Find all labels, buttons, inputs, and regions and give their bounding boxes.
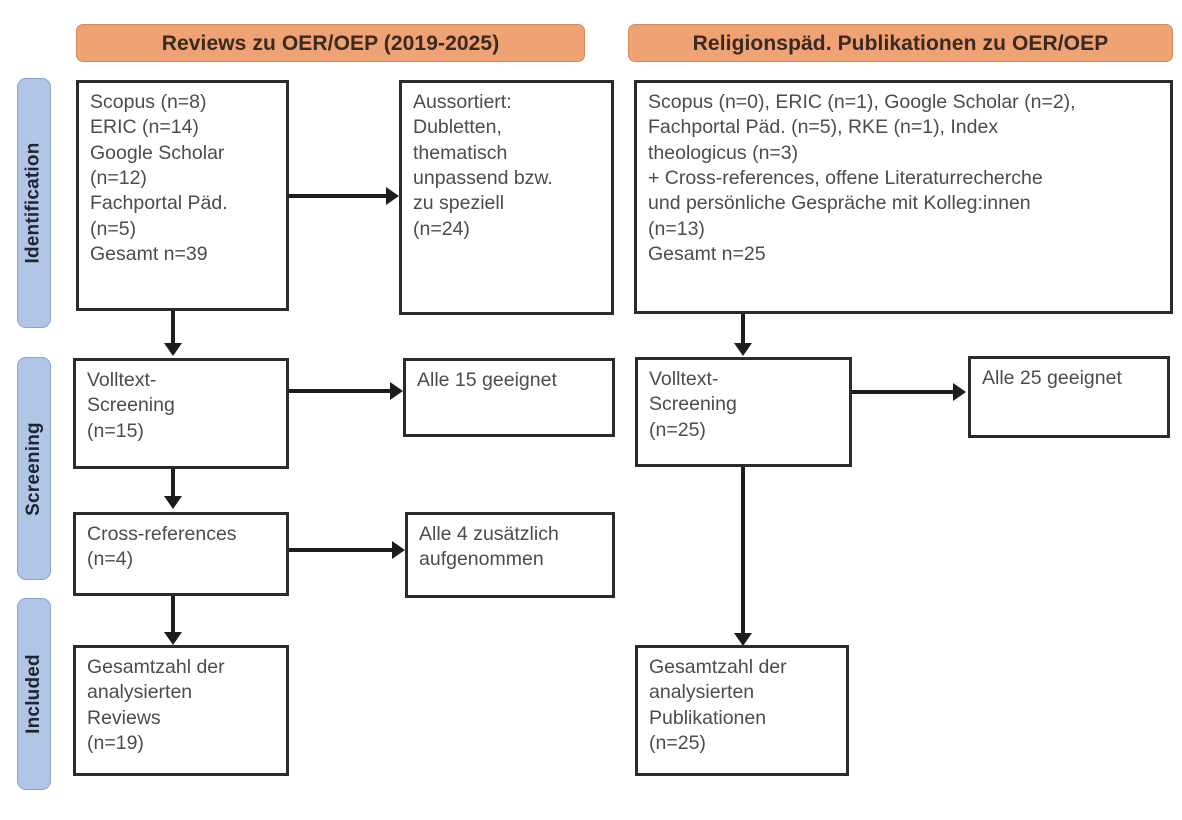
stage-label-screening-text: Screening bbox=[23, 421, 45, 516]
connector-left-fulltext-to-crossref bbox=[171, 469, 175, 498]
left-sources-line-7: Gesamt n=39 bbox=[90, 243, 208, 266]
connector-left-crossref-to-result bbox=[289, 548, 394, 552]
arrowhead-right-sources-to-fulltext bbox=[734, 343, 752, 356]
arrowhead-left-fulltext-to-crossref bbox=[164, 496, 182, 509]
left-fulltext-line-2: Screening bbox=[87, 394, 175, 417]
connector-right-fulltext-to-result bbox=[852, 390, 955, 394]
right-sources-box: Scopus (n=0), ERIC (n=1), Google Scholar… bbox=[634, 80, 1173, 314]
left-excluded-line-1: Aussortiert: bbox=[413, 91, 512, 113]
connector-left-fulltext-to-result bbox=[289, 389, 392, 393]
arrowhead-left-crossref-to-included bbox=[164, 632, 182, 645]
left-sources-line-5: Fachportal Päd. bbox=[90, 192, 228, 215]
left-sources-line-1: Scopus (n=8) bbox=[90, 91, 207, 113]
left-excluded-line-6: (n=24) bbox=[413, 217, 470, 240]
left-sources-line-4: (n=12) bbox=[90, 167, 147, 190]
left-crossref-line-2: (n=4) bbox=[87, 548, 134, 571]
connector-right-sources-to-fulltext bbox=[741, 314, 745, 345]
stage-label-identification: Identification bbox=[17, 78, 51, 328]
right-fulltext-line-2: Screening bbox=[649, 393, 737, 416]
right-included-line-1: Gesamtzahl der bbox=[649, 656, 787, 678]
arrowhead-right-fulltext-to-result bbox=[953, 383, 966, 401]
right-included-line-3: Publikationen bbox=[649, 706, 767, 729]
stage-label-included: Included bbox=[17, 598, 51, 790]
column-header-right-label: Religionspäd. Publikationen zu OER/OEP bbox=[692, 31, 1109, 55]
left-sources-line-3: Google Scholar bbox=[90, 141, 225, 164]
stage-label-identification-text: Identification bbox=[23, 142, 44, 264]
left-crossref-line-1: Cross-references bbox=[87, 523, 237, 545]
right-sources-line-5: und persönliche Gespräche mit Kolleg:inn… bbox=[648, 192, 1031, 215]
right-sources-line-4: + Cross-references, offene Literaturrech… bbox=[648, 167, 1043, 190]
left-crossreferences-result-box: Alle 4 zusätzlich aufgenommen bbox=[405, 512, 615, 598]
right-sources-line-1: Scopus (n=0), ERIC (n=1), Google Scholar… bbox=[648, 91, 1076, 113]
left-included-box: Gesamtzahl der analysierten Reviews (n=1… bbox=[73, 645, 289, 776]
left-sources-box: Scopus (n=8) ERIC (n=14) Google Scholar … bbox=[76, 80, 289, 311]
left-fulltext-line-1: Volltext- bbox=[87, 369, 157, 391]
right-sources-line-6: (n=13) bbox=[648, 217, 705, 240]
connector-left-sources-to-fulltext bbox=[171, 311, 175, 345]
left-fulltext-result-line-1: Alle 15 geeignet bbox=[417, 369, 557, 391]
left-excluded-line-5: zu speziell bbox=[413, 192, 505, 215]
right-included-line-2: analysierten bbox=[649, 681, 755, 704]
arrowhead-left-crossref-to-result bbox=[392, 541, 405, 559]
column-header-left-label: Reviews zu OER/OEP (2019-2025) bbox=[161, 31, 500, 55]
left-crossreferences-box: Cross-references (n=4) bbox=[73, 512, 289, 596]
connector-left-sources-to-excluded bbox=[289, 194, 388, 198]
right-sources-line-7: Gesamt n=25 bbox=[648, 243, 766, 266]
left-fulltext-screening-box: Volltext- Screening (n=15) bbox=[73, 358, 289, 469]
right-fulltext-line-3: (n=25) bbox=[649, 418, 706, 441]
arrowhead-left-sources-to-excluded bbox=[386, 187, 399, 205]
right-fulltext-line-1: Volltext- bbox=[649, 368, 719, 390]
column-header-left: Reviews zu OER/OEP (2019-2025) bbox=[76, 24, 585, 62]
left-crossref-result-line-2: aufgenommen bbox=[419, 548, 544, 571]
arrowhead-left-sources-to-fulltext bbox=[164, 343, 182, 356]
left-included-line-3: Reviews bbox=[87, 706, 161, 729]
right-fulltext-result-line-1: Alle 25 geeignet bbox=[982, 367, 1122, 389]
right-sources-line-3: theologicus (n=3) bbox=[648, 141, 799, 164]
right-included-box: Gesamtzahl der analysierten Publikatione… bbox=[635, 645, 849, 776]
right-fulltext-screening-box: Volltext- Screening (n=25) bbox=[635, 357, 852, 467]
right-fulltext-result-box: Alle 25 geeignet bbox=[968, 356, 1170, 438]
stage-label-screening: Screening bbox=[17, 357, 51, 580]
connector-left-crossref-to-included bbox=[171, 596, 175, 634]
arrowhead-left-fulltext-to-result bbox=[390, 382, 403, 400]
right-sources-line-2: Fachportal Päd. (n=5), RKE (n=1), Index bbox=[648, 116, 999, 139]
left-excluded-line-3: thematisch bbox=[413, 141, 508, 164]
left-excluded-box: Aussortiert: Dubletten, thematisch unpas… bbox=[399, 80, 614, 315]
left-crossref-result-line-1: Alle 4 zusätzlich bbox=[419, 523, 559, 545]
left-excluded-line-2: Dubletten, bbox=[413, 116, 502, 139]
right-included-line-4: (n=25) bbox=[649, 732, 706, 755]
left-fulltext-result-box: Alle 15 geeignet bbox=[403, 358, 615, 437]
left-sources-line-2: ERIC (n=14) bbox=[90, 116, 199, 139]
left-included-line-1: Gesamtzahl der bbox=[87, 656, 225, 678]
left-excluded-line-4: unpassend bzw. bbox=[413, 167, 553, 190]
left-included-line-4: (n=19) bbox=[87, 732, 144, 755]
stage-label-included-text: Included bbox=[23, 654, 44, 734]
column-header-right: Religionspäd. Publikationen zu OER/OEP bbox=[628, 24, 1173, 62]
left-included-line-2: analysierten bbox=[87, 681, 193, 704]
arrowhead-right-fulltext-to-included bbox=[734, 633, 752, 646]
left-sources-line-6: (n=5) bbox=[90, 217, 137, 240]
connector-right-fulltext-to-included bbox=[741, 467, 745, 635]
left-fulltext-line-3: (n=15) bbox=[87, 419, 144, 442]
